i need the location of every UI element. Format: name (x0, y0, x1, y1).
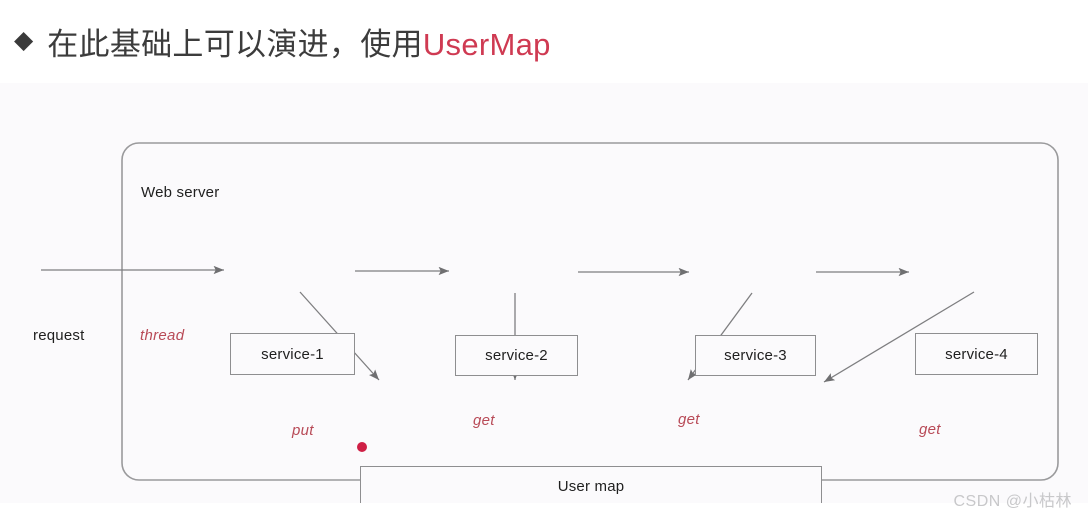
service-4-label: service-4 (945, 345, 1008, 363)
service-3-box: service-3 (695, 335, 816, 376)
page-title-main: 在此基础上可以演进，使用 (47, 27, 423, 62)
service-1-label: service-1 (261, 345, 324, 363)
get-annotation-svc4: get (919, 421, 941, 438)
put-marker-dot (357, 442, 367, 452)
web-server-container (121, 142, 1059, 481)
diagram-connectors (41, 142, 1059, 481)
panel-bottom-strip (0, 503, 1088, 517)
user-map-box: User map (360, 466, 822, 507)
get-arrow-svc4 (823, 291, 975, 383)
diagram-panel: Web server request thread put get get ge… (0, 83, 1088, 507)
user-map-label: User map (557, 478, 625, 495)
service-2-box: service-2 (455, 335, 578, 376)
watermark: CSDN @小枯林 (953, 493, 1072, 510)
web-server-label: Web server (141, 184, 220, 201)
service-1-box: service-1 (230, 333, 355, 375)
get-annotation-svc3: get (678, 411, 700, 428)
page-title: 在此基础上可以演进，使用UserMap (47, 19, 550, 64)
service-2-label: service-2 (485, 347, 548, 364)
slide-title-bar: ◆ 在此基础上可以演进，使用UserMap (0, 0, 1088, 83)
request-label: request (33, 327, 85, 344)
page-title-accent: UserMap (422, 27, 551, 62)
bullet-icon: ◆ (14, 26, 34, 54)
get-annotation-svc2: get (473, 412, 495, 429)
service-3-label: service-3 (724, 347, 787, 364)
put-annotation: put (292, 422, 314, 439)
service-4-box: service-4 (915, 333, 1038, 375)
thread-annotation: thread (140, 327, 185, 344)
